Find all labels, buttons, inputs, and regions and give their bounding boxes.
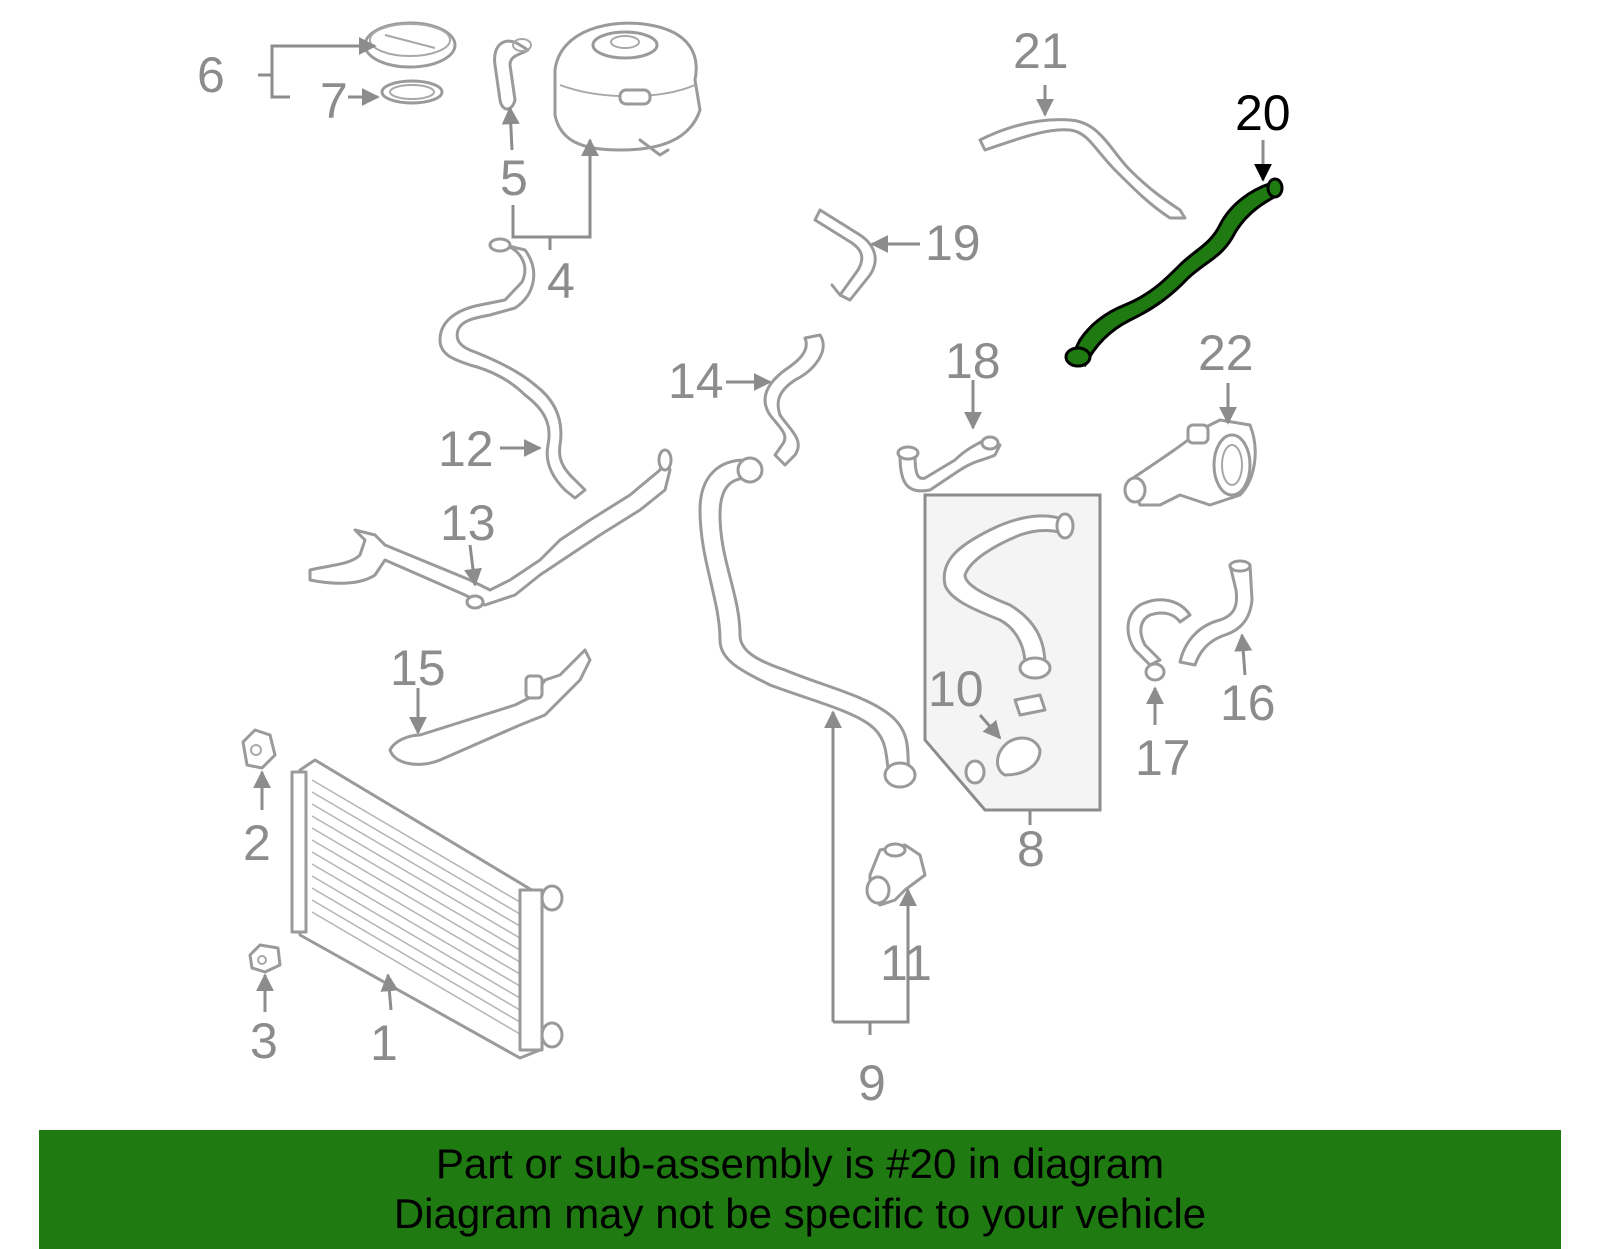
part-12-pipe[interactable] xyxy=(438,237,587,500)
label-5: 5 xyxy=(500,150,528,206)
part-16-hose[interactable] xyxy=(1178,559,1254,667)
label-22: 22 xyxy=(1198,325,1254,381)
label-14: 14 xyxy=(668,353,724,409)
info-banner: Part or sub-assembly is #20 in diagram D… xyxy=(39,1130,1561,1249)
label-8: 8 xyxy=(1017,821,1045,877)
label-20: 20 xyxy=(1235,85,1291,141)
label-17: 17 xyxy=(1135,730,1191,786)
label-18: 18 xyxy=(945,333,1001,389)
label-7: 7 xyxy=(320,73,348,129)
label-6: 6 xyxy=(197,47,225,103)
part-20-hose[interactable] xyxy=(1064,177,1284,368)
part-21-hose[interactable] xyxy=(978,118,1187,220)
part-19-hose[interactable] xyxy=(813,208,877,302)
part-1-radiator[interactable] xyxy=(290,758,564,1060)
part-6-cap[interactable] xyxy=(363,21,457,69)
part-4-reservoir[interactable] xyxy=(553,21,702,157)
label-10: 10 xyxy=(928,661,984,717)
label-1: 1 xyxy=(370,1015,398,1071)
label-12: 12 xyxy=(438,421,494,477)
label-2: 2 xyxy=(243,815,271,871)
leader-lines xyxy=(253,37,1272,1035)
part-9-hose[interactable] xyxy=(698,456,917,789)
label-19: 19 xyxy=(925,215,981,271)
label-9: 9 xyxy=(858,1055,886,1111)
part-3-bracket[interactable] xyxy=(248,943,282,974)
part-11-fitting[interactable] xyxy=(865,842,927,907)
part-7-seal[interactable] xyxy=(380,79,444,105)
part-8-kit[interactable] xyxy=(923,493,1102,812)
part-17-hose[interactable] xyxy=(1126,598,1192,682)
part-14-hose[interactable] xyxy=(763,333,825,467)
part-13-pipe-assembly[interactable] xyxy=(308,448,673,610)
part-2-bracket[interactable] xyxy=(241,728,277,770)
parts-diagram: 1 2 3 4 5 6 7 8 9 10 11 12 13 14 15 16 1… xyxy=(197,21,1291,1111)
part-15-pipe[interactable] xyxy=(388,648,592,766)
label-15: 15 xyxy=(390,640,446,696)
banner-line-1: Part or sub-assembly is #20 in diagram xyxy=(435,1140,1165,1187)
label-21: 21 xyxy=(1013,23,1069,79)
label-4: 4 xyxy=(547,253,575,309)
label-3: 3 xyxy=(250,1013,278,1069)
part-18-hose[interactable] xyxy=(896,435,1002,493)
label-13: 13 xyxy=(440,495,496,551)
labels: 1 2 3 4 5 6 7 8 9 10 11 12 13 14 15 16 1… xyxy=(197,23,1291,1111)
part-22-housing[interactable] xyxy=(1123,418,1257,507)
label-11: 11 xyxy=(880,935,932,991)
label-16: 16 xyxy=(1220,675,1276,731)
banner-line-2: Diagram may not be specific to your vehi… xyxy=(393,1190,1207,1237)
part-5-hose[interactable] xyxy=(493,38,532,111)
